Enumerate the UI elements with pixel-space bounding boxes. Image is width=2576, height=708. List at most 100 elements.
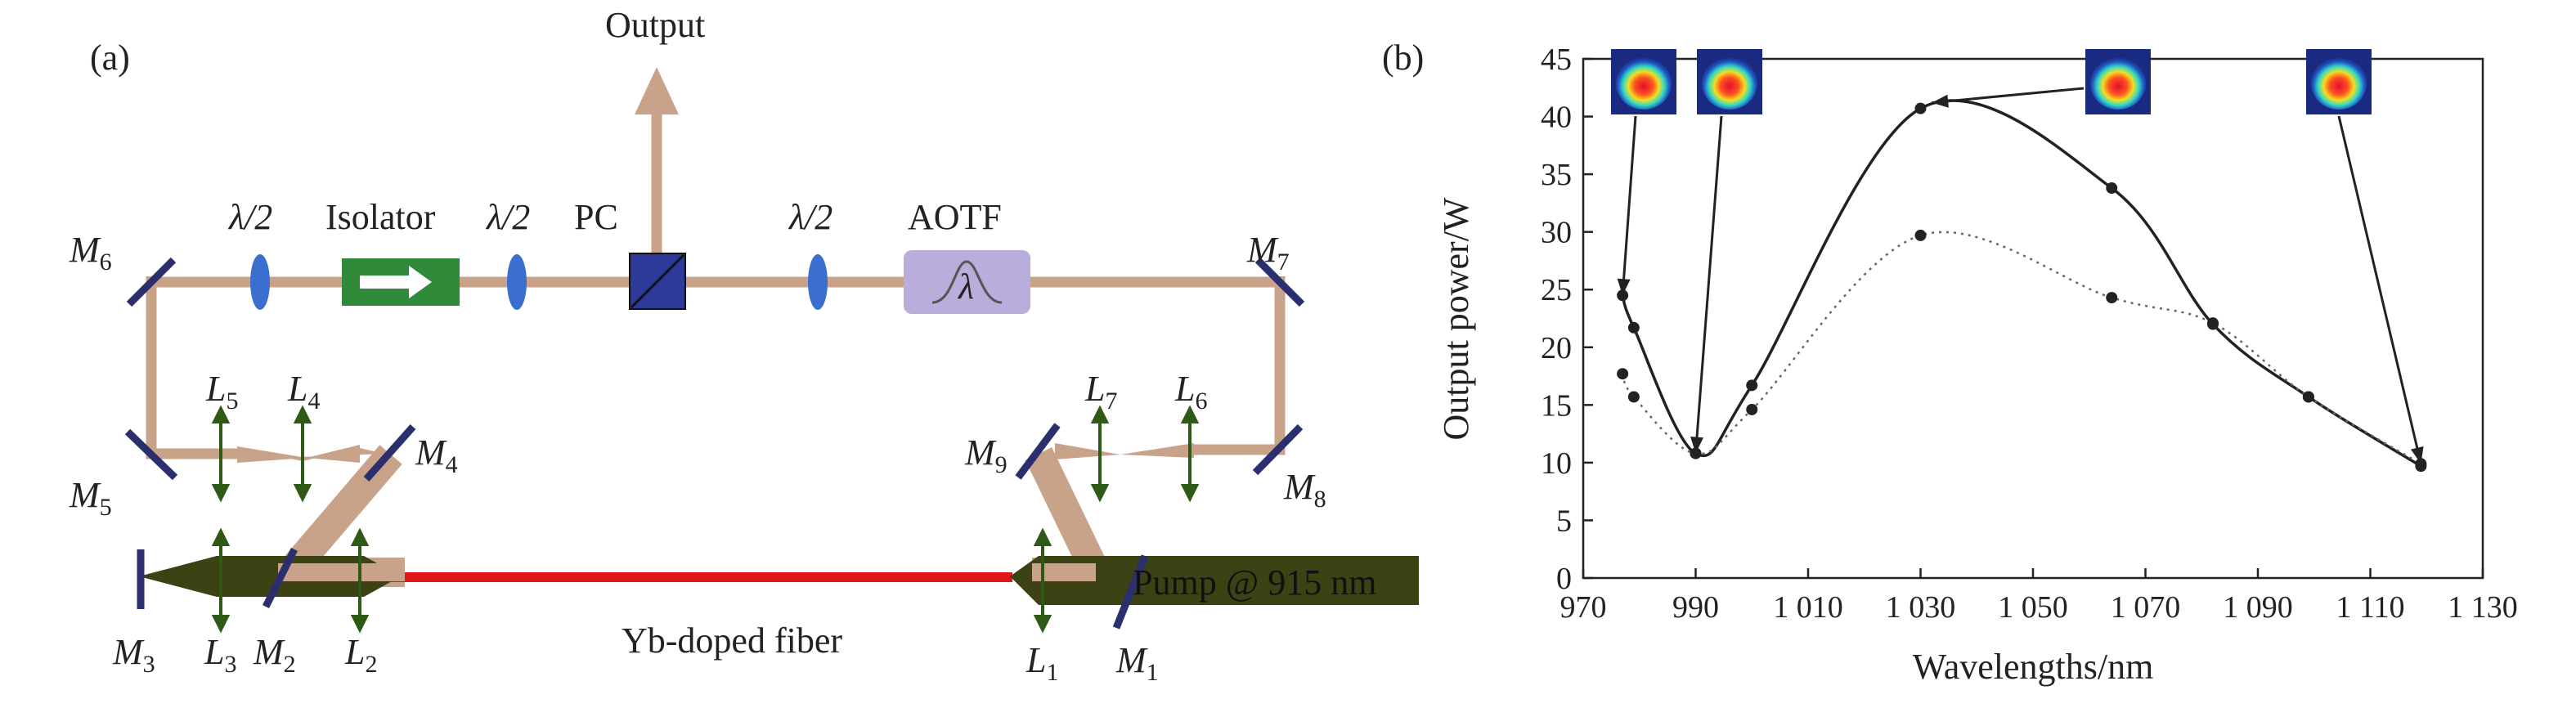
lens-l1: [1033, 527, 1052, 634]
mirror-label-m6: M6: [69, 230, 112, 276]
beam-cone-upper-right: [1055, 443, 1194, 459]
series-dotted-point: [2207, 317, 2219, 329]
lens-labels: L5 L4 L7 L6 L3 L2 L1: [204, 369, 1207, 686]
lens-label-l5: L5: [205, 369, 238, 414]
series-solid-point: [2106, 182, 2118, 195]
lens-label-l1: L1: [1025, 640, 1058, 686]
mirror-labels: M6 M7 M5 M4 M9 M8 M3 M2 M1: [69, 230, 1326, 686]
beam-profile-insets: [1611, 49, 2372, 114]
y-tick-label: 5: [1556, 504, 1572, 538]
lens-label-l7: L7: [1084, 369, 1117, 414]
x-axis-title: Wavelengths/nm: [1913, 647, 2154, 687]
aotf-box: [904, 250, 1030, 314]
pointer-arrow-head: [2410, 446, 2424, 464]
half-wave-label-2: λ/2: [485, 197, 530, 237]
zigzag-beam-left: [258, 445, 405, 587]
lens-l6: [1180, 405, 1200, 503]
mirror-label-m2: M2: [253, 632, 296, 678]
pointer-arrow-head: [1932, 94, 1949, 108]
series-dotted-point: [1617, 368, 1629, 380]
series-solid-point: [1627, 321, 1640, 334]
y-tick-label: 35: [1541, 158, 1572, 192]
x-tick-label: 1 010: [1773, 590, 1843, 625]
lens-label-l6: L6: [1174, 369, 1207, 414]
series-solid-line: [1621, 99, 2422, 468]
beam-profile-spot: [1702, 57, 1757, 110]
mirror-label-m4: M4: [415, 432, 458, 478]
mirror-m6: [126, 257, 177, 307]
aotf-label: AOTF: [908, 197, 1002, 237]
mirror-m8: [1252, 423, 1304, 476]
x-tick-label: 970: [1560, 590, 1607, 625]
pointer-arrow-line: [1932, 87, 2085, 105]
mirror-label-m7: M7: [1246, 230, 1290, 276]
panel-b-label: (b): [1382, 38, 1424, 78]
lens-l7: [1090, 405, 1110, 503]
lens-l5: [211, 405, 231, 503]
series-dotted-point: [1746, 403, 1758, 415]
beam-profile-spot: [2090, 57, 2146, 110]
aotf-lambda: λ: [957, 267, 974, 307]
x-tick-label: 1 030: [1886, 590, 1956, 625]
half-wave-label-1: λ/2: [227, 197, 272, 237]
pointer-arrow-line: [1694, 115, 1723, 454]
series-dotted-point: [2302, 391, 2314, 403]
series-dotted-point: [1627, 391, 1640, 403]
beam-left-vertical: [146, 276, 237, 459]
x-tick-label: 1 070: [2111, 590, 2181, 625]
optical-setup-diagram: (a) Output λ/2 Isolator λ/2 PC λ/2 AOTF …: [69, 5, 1419, 686]
output-label: Output: [605, 5, 705, 45]
x-tick-label: 1 050: [1998, 590, 2068, 625]
series-solid-point: [1914, 102, 1927, 114]
series-dotted-line: [1621, 231, 2422, 465]
half-wave-plate-1: [250, 254, 270, 310]
fiber-label: Yb-doped fiber: [622, 621, 842, 661]
plot-frame: [1582, 57, 2484, 580]
lens-l3: [211, 527, 231, 634]
pointer-arrow-head: [1690, 437, 1703, 454]
inset-pointer-arrows: [1617, 87, 2424, 464]
beam-right-vertical: [1194, 276, 1286, 455]
x-tick-label: 1 130: [2448, 590, 2518, 625]
pointer-arrow-line: [2337, 115, 2422, 464]
y-tick-label: 25: [1541, 273, 1572, 307]
lens-l4: [293, 405, 312, 503]
lens-label-l3: L3: [204, 632, 236, 678]
y-tick-label: 0: [1556, 562, 1572, 596]
mirror-label-m8: M8: [1283, 467, 1326, 513]
polarizing-cube-diagonal: [630, 253, 685, 309]
y-axis-title: Output power/W: [1436, 197, 1476, 440]
y-tick-label: 15: [1541, 388, 1572, 423]
beam-profile-spot: [1616, 57, 1672, 110]
mirror-label-m3: M3: [112, 632, 155, 678]
half-wave-label-3: λ/2: [788, 197, 832, 237]
lens-label-l4: L4: [287, 369, 320, 414]
isolator-label: Isolator: [325, 197, 436, 237]
series-solid-point: [1746, 379, 1758, 392]
pump-block-right: [1010, 556, 1419, 605]
half-wave-plate-3: [808, 254, 828, 310]
mirror-m9: [1015, 423, 1061, 480]
series-dotted-point: [2106, 292, 2118, 304]
isolator-arrow-icon: [360, 266, 432, 298]
lens-label-l2: L2: [344, 632, 377, 678]
lens-l2: [350, 527, 370, 634]
x-tick-label: 990: [1672, 590, 1719, 625]
mirrors: [124, 257, 1305, 630]
mirror-label-m5: M5: [69, 475, 112, 521]
panel-a-label: (a): [90, 38, 130, 78]
mirror-m4: [363, 424, 416, 482]
y-tick-label: 40: [1541, 101, 1572, 135]
output-arrow-head: [635, 67, 679, 114]
half-wave-plate-2: [507, 254, 527, 310]
x-tick-label: 1 090: [2223, 590, 2293, 625]
y-tick-label: 30: [1541, 216, 1572, 250]
chart-series: [1617, 99, 2427, 473]
beam-cone-upper-left-b: [237, 445, 360, 463]
pc-label: PC: [574, 197, 618, 237]
yb-doped-fiber: [391, 572, 1012, 582]
pointer-arrow-line: [1621, 115, 1637, 296]
lenses: [211, 405, 1200, 634]
